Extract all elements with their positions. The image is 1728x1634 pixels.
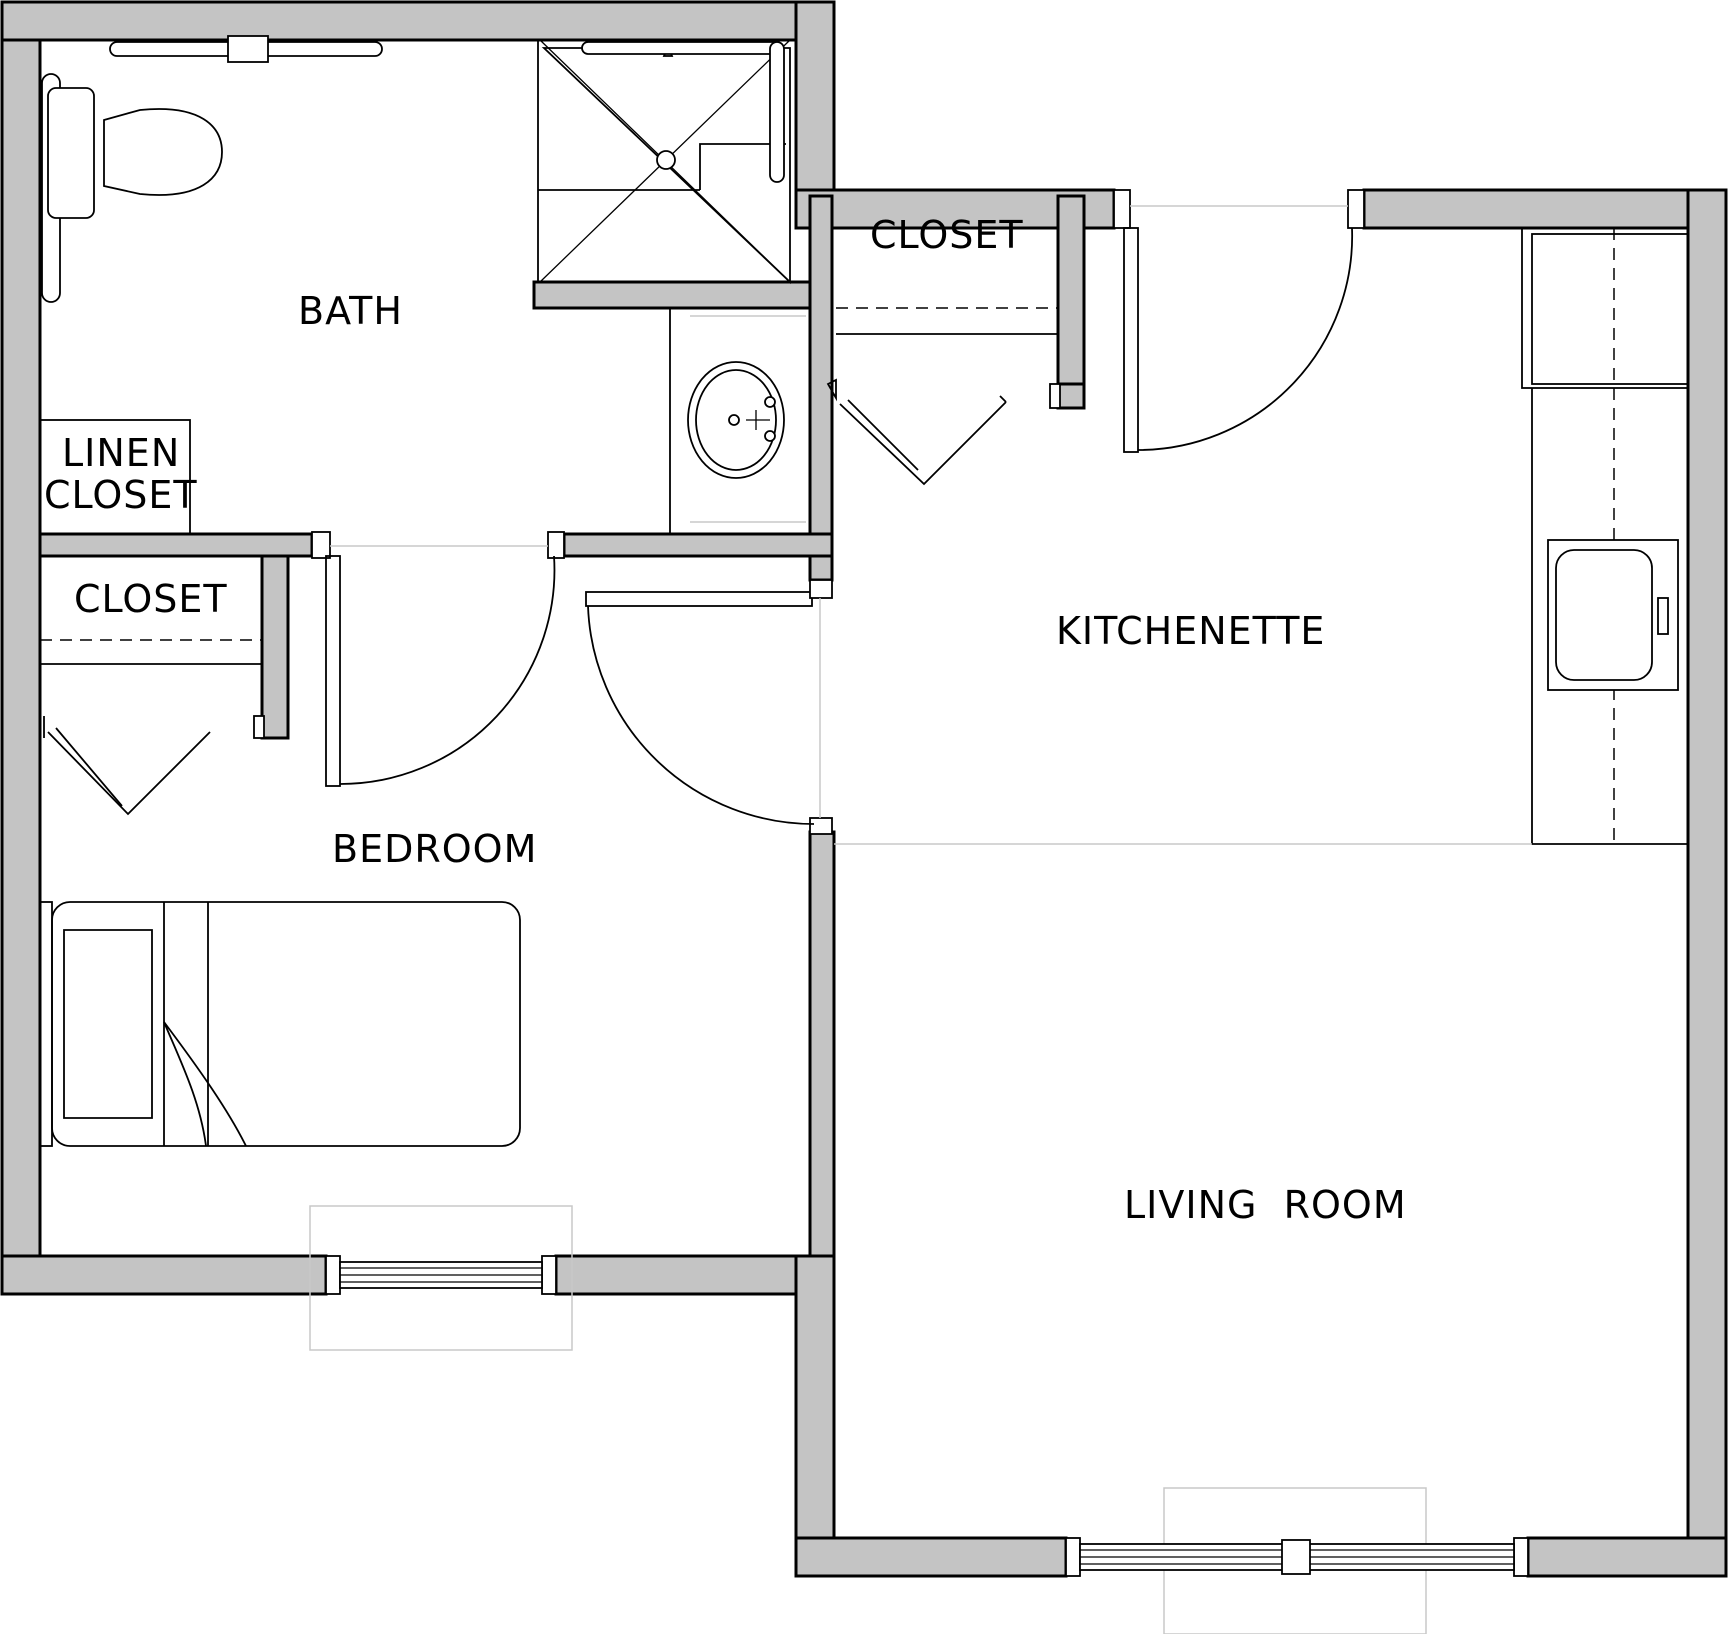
bed-icon bbox=[39, 901, 521, 1147]
sink-icon bbox=[669, 307, 811, 535]
bifold-door-icon[interactable] bbox=[40, 639, 265, 816]
room-label-living-room: LIVING ROOM bbox=[1124, 1183, 1407, 1227]
room-label-bedroom: BEDROOM bbox=[332, 827, 537, 871]
window-icon bbox=[1065, 1487, 1529, 1634]
room-label-closet-bedroom: CLOSET bbox=[74, 577, 228, 621]
room-label-bath: BATH bbox=[298, 289, 403, 333]
room-label-kitchenette: KITCHENETTE bbox=[1056, 609, 1325, 653]
shower-icon bbox=[537, 39, 791, 285]
door-swing-icon[interactable] bbox=[311, 531, 565, 787]
room-label-linen-closet-line1: LINEN bbox=[62, 431, 180, 475]
interior-walls bbox=[38, 194, 1086, 1258]
linen-closet bbox=[39, 419, 191, 535]
kitchen-counter bbox=[834, 227, 1689, 845]
room-label-closet-upper: CLOSET bbox=[870, 213, 1024, 257]
toilet-icon bbox=[47, 87, 223, 219]
door-swing-icon[interactable] bbox=[585, 579, 833, 835]
room-label-linen-closet-line2: CLOSET bbox=[44, 473, 198, 517]
window-icon bbox=[309, 1205, 573, 1351]
kitchen-sink-icon bbox=[1547, 539, 1679, 691]
door-swing-icon[interactable] bbox=[1113, 189, 1365, 453]
exterior-walls bbox=[0, 0, 1728, 1578]
bifold-door-icon[interactable] bbox=[826, 307, 1061, 486]
grab-bar-icon bbox=[109, 35, 383, 63]
